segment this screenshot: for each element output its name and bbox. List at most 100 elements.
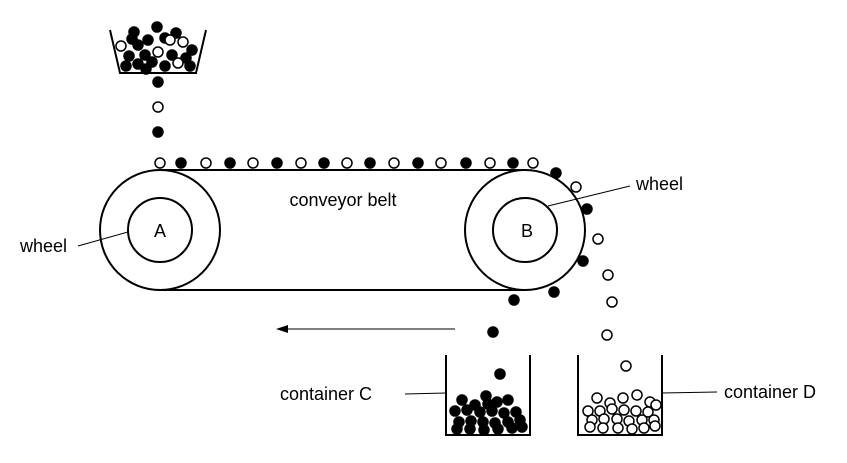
hopper-ball [159, 60, 171, 72]
hopper-ball [120, 60, 132, 72]
belt-balls [154, 157, 539, 169]
container-d-outline [577, 355, 663, 436]
black-ball [581, 203, 593, 215]
container-d-ball [626, 423, 638, 435]
container-c-label: container C [280, 384, 372, 404]
belt-ball [460, 157, 472, 169]
white-ball [620, 360, 632, 372]
white-ball [601, 329, 613, 341]
belt-ball [200, 157, 212, 169]
hopper-ball [186, 44, 198, 56]
wheel-right-label: wheel [635, 174, 683, 194]
hopper-ball [115, 40, 127, 52]
white-trajectory [570, 181, 632, 372]
container-c-balls [449, 390, 528, 436]
black-ball [508, 294, 520, 306]
white-ball [606, 296, 618, 308]
belt-ball [484, 157, 496, 169]
container-c-ball [456, 394, 468, 406]
container-d-ball [642, 406, 654, 418]
container-d-ball [597, 422, 609, 434]
wheel-a-label: A [154, 221, 166, 241]
wheel-right-leader [547, 185, 631, 207]
wheel-a-inner [127, 197, 193, 263]
container-d-ball [650, 399, 662, 411]
container-d-balls [582, 389, 662, 435]
container-c-ball [464, 423, 476, 435]
container-d [577, 355, 663, 436]
hopper-ball [164, 34, 176, 46]
hopper-ball [132, 58, 144, 70]
falling-ball [152, 76, 164, 88]
belt-ball [224, 157, 236, 169]
belt-ball [175, 157, 187, 169]
container-c-ball [482, 398, 494, 410]
falling-stream [152, 76, 164, 138]
belt-ball [271, 157, 283, 169]
direction-arrow [276, 325, 455, 333]
white-ball [570, 181, 582, 193]
hopper-outline [109, 29, 207, 74]
belt-ball [154, 157, 166, 169]
container-d-ball [612, 422, 624, 434]
container-d-ball [606, 403, 618, 415]
hopper-ball [126, 33, 138, 45]
container-d-ball [638, 422, 650, 434]
belt-ball [295, 157, 307, 169]
container-d-ball [591, 392, 603, 404]
container-d-ball [584, 421, 596, 433]
container-c-outline [445, 355, 531, 436]
belt-ball [527, 157, 539, 169]
container-c [445, 355, 531, 436]
hopper-ball [184, 60, 196, 72]
wheel-b-label: B [521, 221, 533, 241]
container-c-ball [492, 423, 504, 435]
belt-ball [247, 157, 259, 169]
container-d-ball [618, 404, 630, 416]
belt-ball [388, 157, 400, 169]
container-c-ball [516, 421, 528, 433]
belt-ball [364, 157, 376, 169]
hopper-balls [115, 21, 198, 75]
hopper [109, 21, 207, 75]
container-c-ball [474, 406, 486, 418]
hopper-ball [142, 34, 154, 46]
white-ball [602, 269, 614, 281]
container-c-leader [404, 392, 447, 395]
container-c-ball [478, 424, 490, 436]
hopper-ball [177, 36, 189, 48]
wheel-left-leader [77, 231, 129, 247]
black-ball [548, 286, 560, 298]
hopper-ball [139, 49, 151, 61]
belt-ball [507, 157, 519, 169]
belt-ball [341, 157, 353, 169]
container-d-leader [661, 391, 718, 394]
belt-label: conveyor belt [289, 190, 396, 210]
belt-ball [412, 157, 424, 169]
wheel-left-label: wheel [19, 236, 67, 256]
wheel-b-inner [492, 197, 558, 263]
hopper-ball [166, 49, 178, 61]
black-ball [550, 167, 562, 179]
hopper-ball [152, 46, 164, 58]
hopper-ball [123, 50, 135, 62]
container-d-ball [630, 405, 642, 417]
black-trajectory [487, 167, 593, 380]
white-ball [592, 233, 604, 245]
container-c-ball [451, 423, 463, 435]
container-c-ball [502, 394, 514, 406]
falling-ball [152, 101, 164, 113]
conveyor: A B conveyor belt [99, 157, 586, 291]
container-c-ball [449, 405, 461, 417]
container-d-label: container D [724, 382, 816, 402]
hopper-ball [151, 21, 163, 33]
container-d-ball [617, 392, 629, 404]
belt-ball [435, 157, 447, 169]
hopper-ball [140, 63, 152, 75]
belt-ball [318, 157, 330, 169]
container-d-ball [631, 389, 643, 401]
falling-ball [152, 126, 164, 138]
black-ball [494, 368, 506, 380]
black-ball [577, 255, 589, 267]
